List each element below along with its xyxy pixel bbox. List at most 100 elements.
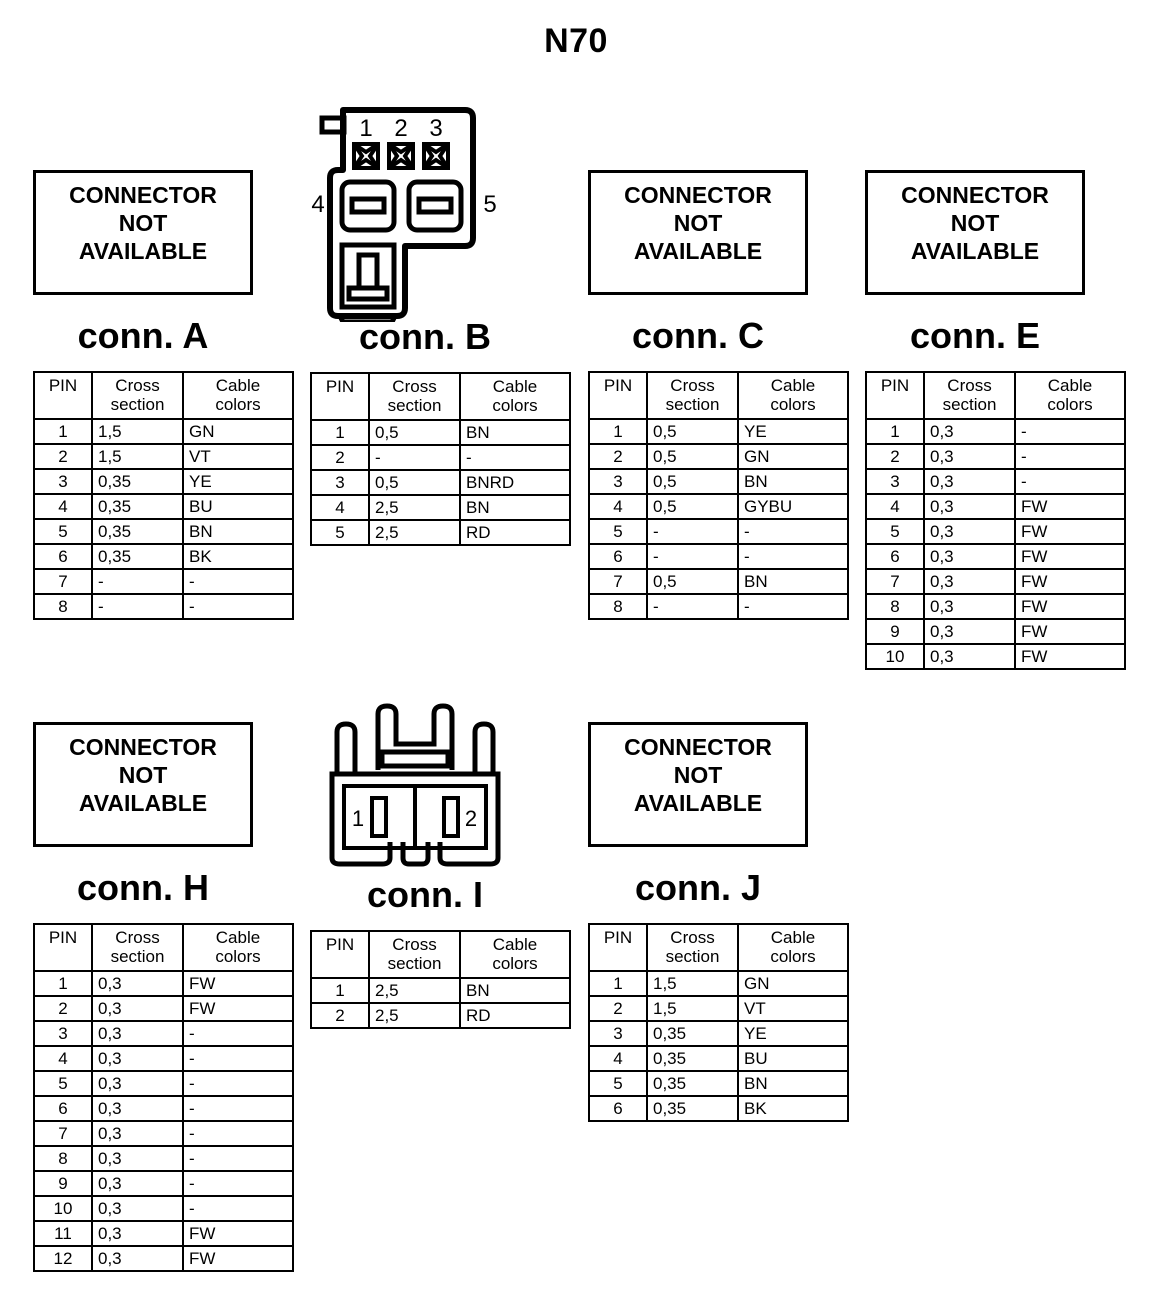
cell-pin: 4	[33, 1045, 93, 1073]
cell-pin: 3	[865, 468, 925, 496]
na-line-2: NOT	[118, 210, 168, 237]
cell-pin: 7	[588, 568, 648, 596]
cell-cable-colors: -	[182, 1045, 294, 1073]
cell-cross-section: 1,5	[646, 995, 739, 1023]
na-line-1: CONNECTOR	[69, 734, 217, 760]
cell-cable-colors: BK	[182, 543, 294, 571]
table-row: 8--	[588, 593, 849, 621]
pin-number-3: 3	[429, 115, 442, 142]
cell-pin: 1	[310, 977, 370, 1005]
connector-label-I: conn. I	[367, 874, 483, 915]
table-row: 2--	[310, 444, 571, 472]
cell-pin: 1	[588, 418, 648, 446]
cell-cross-section: -	[646, 518, 739, 546]
cell-cable-colors: -	[182, 1070, 294, 1098]
column-header-pin: PIN	[865, 370, 925, 421]
connector-label-H: conn. H	[77, 867, 209, 908]
page-title: N70	[544, 22, 608, 60]
cell-pin: 4	[588, 493, 648, 521]
cell-cable-colors: -	[182, 568, 294, 596]
cell-pin: 11	[33, 1220, 93, 1248]
na-line-2: NOT	[118, 762, 168, 789]
cell-cable-colors: FW	[1014, 543, 1126, 571]
cell-cross-section: 0,3	[923, 643, 1016, 671]
pin-number-4: 4	[311, 191, 324, 218]
cell-cross-section: 0,35	[646, 1045, 739, 1073]
connector-not-available-box: CONNECTOR NOT AVAILABLE	[588, 722, 808, 847]
cell-pin: 2	[33, 443, 93, 471]
cell-cross-section: 0,3	[91, 1070, 184, 1098]
cell-cross-section: 0,5	[646, 418, 739, 446]
connector-label-J: conn. J	[634, 867, 762, 908]
cell-pin: 2	[310, 444, 370, 472]
cell-pin: 2	[310, 1002, 370, 1030]
column-header-pin: PIN	[310, 929, 370, 980]
cell-cross-section: 0,35	[646, 1020, 739, 1048]
cell-pin: 7	[33, 1120, 93, 1148]
cell-cross-section: -	[646, 593, 739, 621]
cell-cross-section: 2,5	[368, 494, 461, 522]
cell-pin: 2	[33, 995, 93, 1023]
cell-cable-colors: YE	[737, 1020, 849, 1048]
connector-b-drawing: 1 2 3 4 5	[310, 100, 540, 325]
cell-cable-colors: -	[182, 593, 294, 621]
cell-pin: 6	[865, 543, 925, 571]
cell-pin: 6	[588, 543, 648, 571]
na-line-1: CONNECTOR	[69, 182, 217, 208]
cell-pin: 7	[33, 568, 93, 596]
cell-cross-section: 1,5	[646, 970, 739, 998]
cell-cable-colors: FW	[1014, 518, 1126, 546]
cell-cable-colors: -	[1014, 418, 1126, 446]
na-line-3: AVAILABLE	[78, 790, 208, 817]
cell-cable-colors: -	[182, 1020, 294, 1048]
cell-cross-section: 0,3	[91, 1020, 184, 1048]
cell-cross-section: 0,3	[91, 1170, 184, 1198]
cell-pin: 10	[33, 1195, 93, 1223]
cell-cross-section: 0,3	[91, 1220, 184, 1248]
cell-cross-section: 0,3	[91, 1045, 184, 1073]
cell-cable-colors: FW	[1014, 568, 1126, 596]
cell-pin: 8	[33, 593, 93, 621]
cell-cable-colors: BN	[459, 977, 571, 1005]
cell-cable-colors: BN	[737, 468, 849, 496]
cell-cable-colors: RD	[459, 519, 571, 547]
cell-cable-colors: YE	[182, 468, 294, 496]
cell-pin: 2	[588, 443, 648, 471]
column-header-pin: PIN	[310, 371, 370, 422]
cell-cross-section: 0,35	[91, 518, 184, 546]
cell-cross-section: 1,5	[91, 418, 184, 446]
na-line-3: AVAILABLE	[633, 790, 763, 817]
cell-cable-colors: BK	[737, 1095, 849, 1123]
cell-pin: 2	[865, 443, 925, 471]
cell-cross-section: 1,5	[91, 443, 184, 471]
na-line-2: NOT	[950, 210, 1000, 237]
cell-cross-section: 0,35	[91, 543, 184, 571]
cell-pin: 3	[588, 468, 648, 496]
cell-cable-colors: -	[182, 1195, 294, 1223]
cell-cross-section: 0,3	[923, 568, 1016, 596]
cell-cross-section: 0,3	[91, 1095, 184, 1123]
cell-cable-colors: BU	[737, 1045, 849, 1073]
cell-cable-colors: BNRD	[459, 469, 571, 497]
cell-cable-colors: GN	[737, 443, 849, 471]
cell-pin: 1	[33, 418, 93, 446]
cell-cable-colors: FW	[1014, 593, 1126, 621]
